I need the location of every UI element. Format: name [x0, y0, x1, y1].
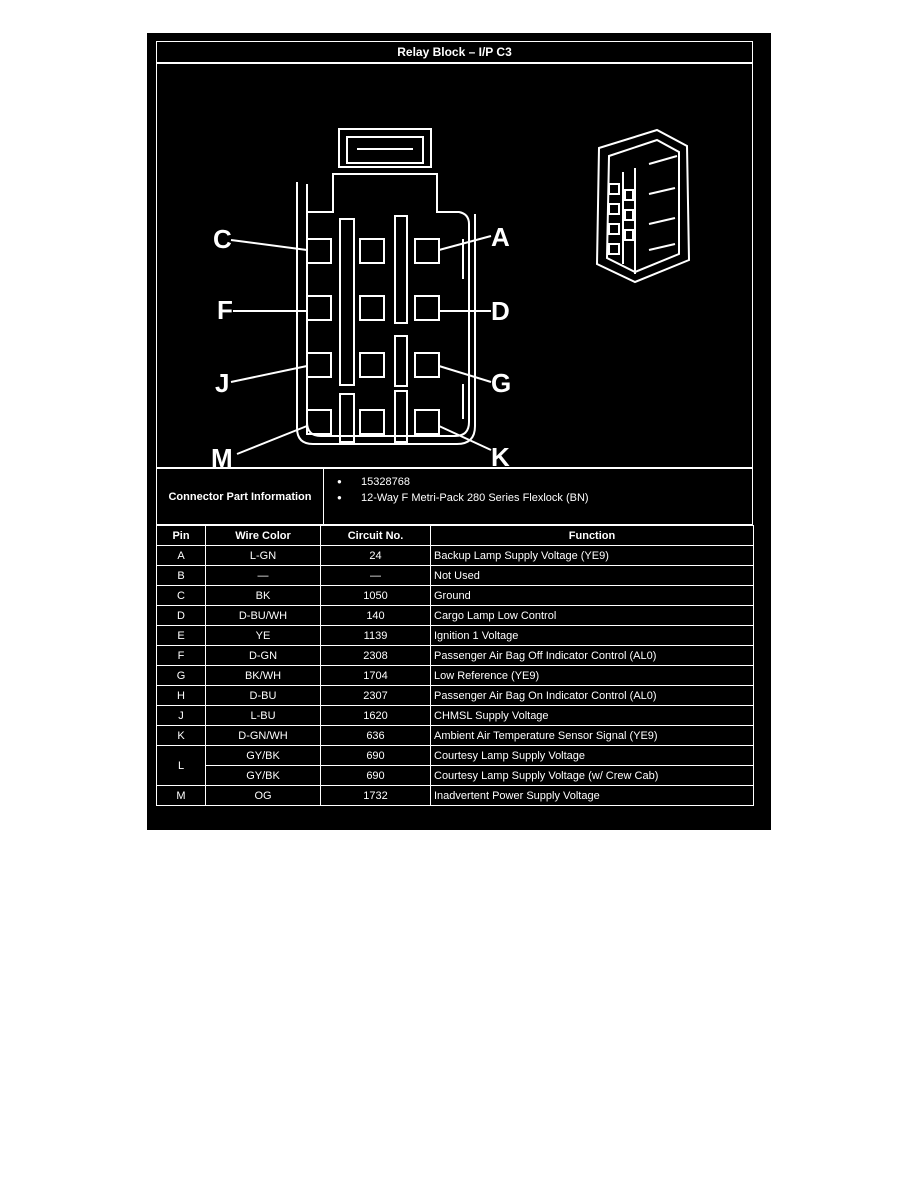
pin-cell: M — [156, 785, 206, 806]
connector-isometric-view — [595, 128, 691, 284]
connector-part-info-label: Connector Part Information — [157, 469, 324, 524]
wire-color-cell: D-BU/WH — [205, 605, 321, 626]
circuit-cell: 24 — [320, 545, 431, 566]
pin-cell: E — [156, 625, 206, 646]
circuit-cell: 1620 — [320, 705, 431, 726]
wire-color-cell: BK — [205, 585, 321, 606]
circuit-cell: 690 — [320, 745, 431, 766]
pin-cell: L — [156, 745, 206, 786]
function-cell: Ground — [430, 585, 754, 606]
circuit-cell: 690 — [320, 765, 431, 786]
circuit-cell: 2307 — [320, 685, 431, 706]
pin-cell: J — [156, 705, 206, 726]
circuit-cell: 1732 — [320, 785, 431, 806]
circuit-cell: 1139 — [320, 625, 431, 646]
wire-color-cell: OG — [205, 785, 321, 806]
pin-cell: A — [156, 545, 206, 566]
cavity-separators — [339, 215, 408, 443]
connector-diagram-area: C F J M A D G K — [156, 63, 753, 468]
pin-cell: G — [156, 665, 206, 686]
diagram-title: Relay Block – I/P C3 — [156, 41, 753, 63]
pin-cell: K — [156, 725, 206, 746]
pin-cell: C — [156, 585, 206, 606]
circuit-cell: 1050 — [320, 585, 431, 606]
connector-face-drawing: C F J M A D G K — [211, 128, 691, 467]
pin-label-j: J — [215, 368, 229, 398]
circuit-cell: 2308 — [320, 645, 431, 666]
circuit-cell: 140 — [320, 605, 431, 626]
wire-color-cell: D-BU — [205, 685, 321, 706]
connector-latch — [338, 128, 432, 168]
pin-cell: B — [156, 565, 206, 586]
terminal-cavities — [306, 238, 440, 435]
diagram-panel: Relay Block – I/P C3 — [147, 33, 771, 830]
pin-cell: H — [156, 685, 206, 706]
pin-label-a: A — [491, 222, 510, 252]
wire-color-cell: BK/WH — [205, 665, 321, 686]
circuit-cell: 1704 — [320, 665, 431, 686]
wire-color-cell: L-BU — [205, 705, 321, 726]
function-cell: Ambient Air Temperature Sensor Signal (Y… — [430, 725, 754, 746]
connector-part-info-list: 15328768 12-Way F Metri-Pack 280 Series … — [337, 474, 589, 506]
pin-cell: D — [156, 605, 206, 626]
wire-color-cell: YE — [205, 625, 321, 646]
function-cell: Cargo Lamp Low Control — [430, 605, 754, 626]
function-cell: Courtesy Lamp Supply Voltage — [430, 745, 754, 766]
function-cell: Passenger Air Bag On Indicator Control (… — [430, 685, 754, 706]
pin-label-f: F — [217, 295, 233, 325]
function-cell: Ignition 1 Voltage — [430, 625, 754, 646]
wire-color-cell: — — [205, 565, 321, 586]
pin-label-c: C — [213, 224, 232, 254]
header-pin: Pin — [156, 525, 206, 546]
wire-color-cell: D-GN/WH — [205, 725, 321, 746]
pin-label-k: K — [491, 442, 510, 467]
function-cell: Passenger Air Bag Off Indicator Control … — [430, 645, 754, 666]
pin-label-d: D — [491, 296, 510, 326]
wire-color-cell: GY/BK — [205, 765, 321, 786]
connector-part-information: Connector Part Information 15328768 12-W… — [156, 468, 753, 525]
pin-table-header: Pin Wire Color Circuit No. Function — [156, 525, 754, 546]
circuit-cell: 636 — [320, 725, 431, 746]
connector-description: 12-Way F Metri-Pack 280 Series Flexlock … — [337, 490, 589, 506]
header-circuit-no: Circuit No. — [320, 525, 431, 546]
function-cell: Backup Lamp Supply Voltage (YE9) — [430, 545, 754, 566]
function-cell: Inadvertent Power Supply Voltage — [430, 785, 754, 806]
pin-cell: F — [156, 645, 206, 666]
part-number: 15328768 — [337, 474, 589, 490]
function-cell: Low Reference (YE9) — [430, 665, 754, 686]
function-cell: Courtesy Lamp Supply Voltage (w/ Crew Ca… — [430, 765, 754, 786]
pin-leader-lines — [230, 235, 492, 455]
pin-label-m: M — [211, 443, 233, 467]
connector-latch-inner — [346, 136, 424, 164]
header-wire-color: Wire Color — [205, 525, 321, 546]
function-cell: CHMSL Supply Voltage — [430, 705, 754, 726]
wire-color-cell: L-GN — [205, 545, 321, 566]
circuit-cell: — — [320, 565, 431, 586]
pin-label-g: G — [491, 368, 511, 398]
connector-housing-outer — [296, 182, 476, 445]
wire-color-cell: D-GN — [205, 645, 321, 666]
table-row: B——Not Used — [156, 565, 754, 586]
function-cell: Not Used — [430, 565, 754, 586]
wire-color-cell: GY/BK — [205, 745, 321, 766]
header-function: Function — [430, 525, 754, 546]
